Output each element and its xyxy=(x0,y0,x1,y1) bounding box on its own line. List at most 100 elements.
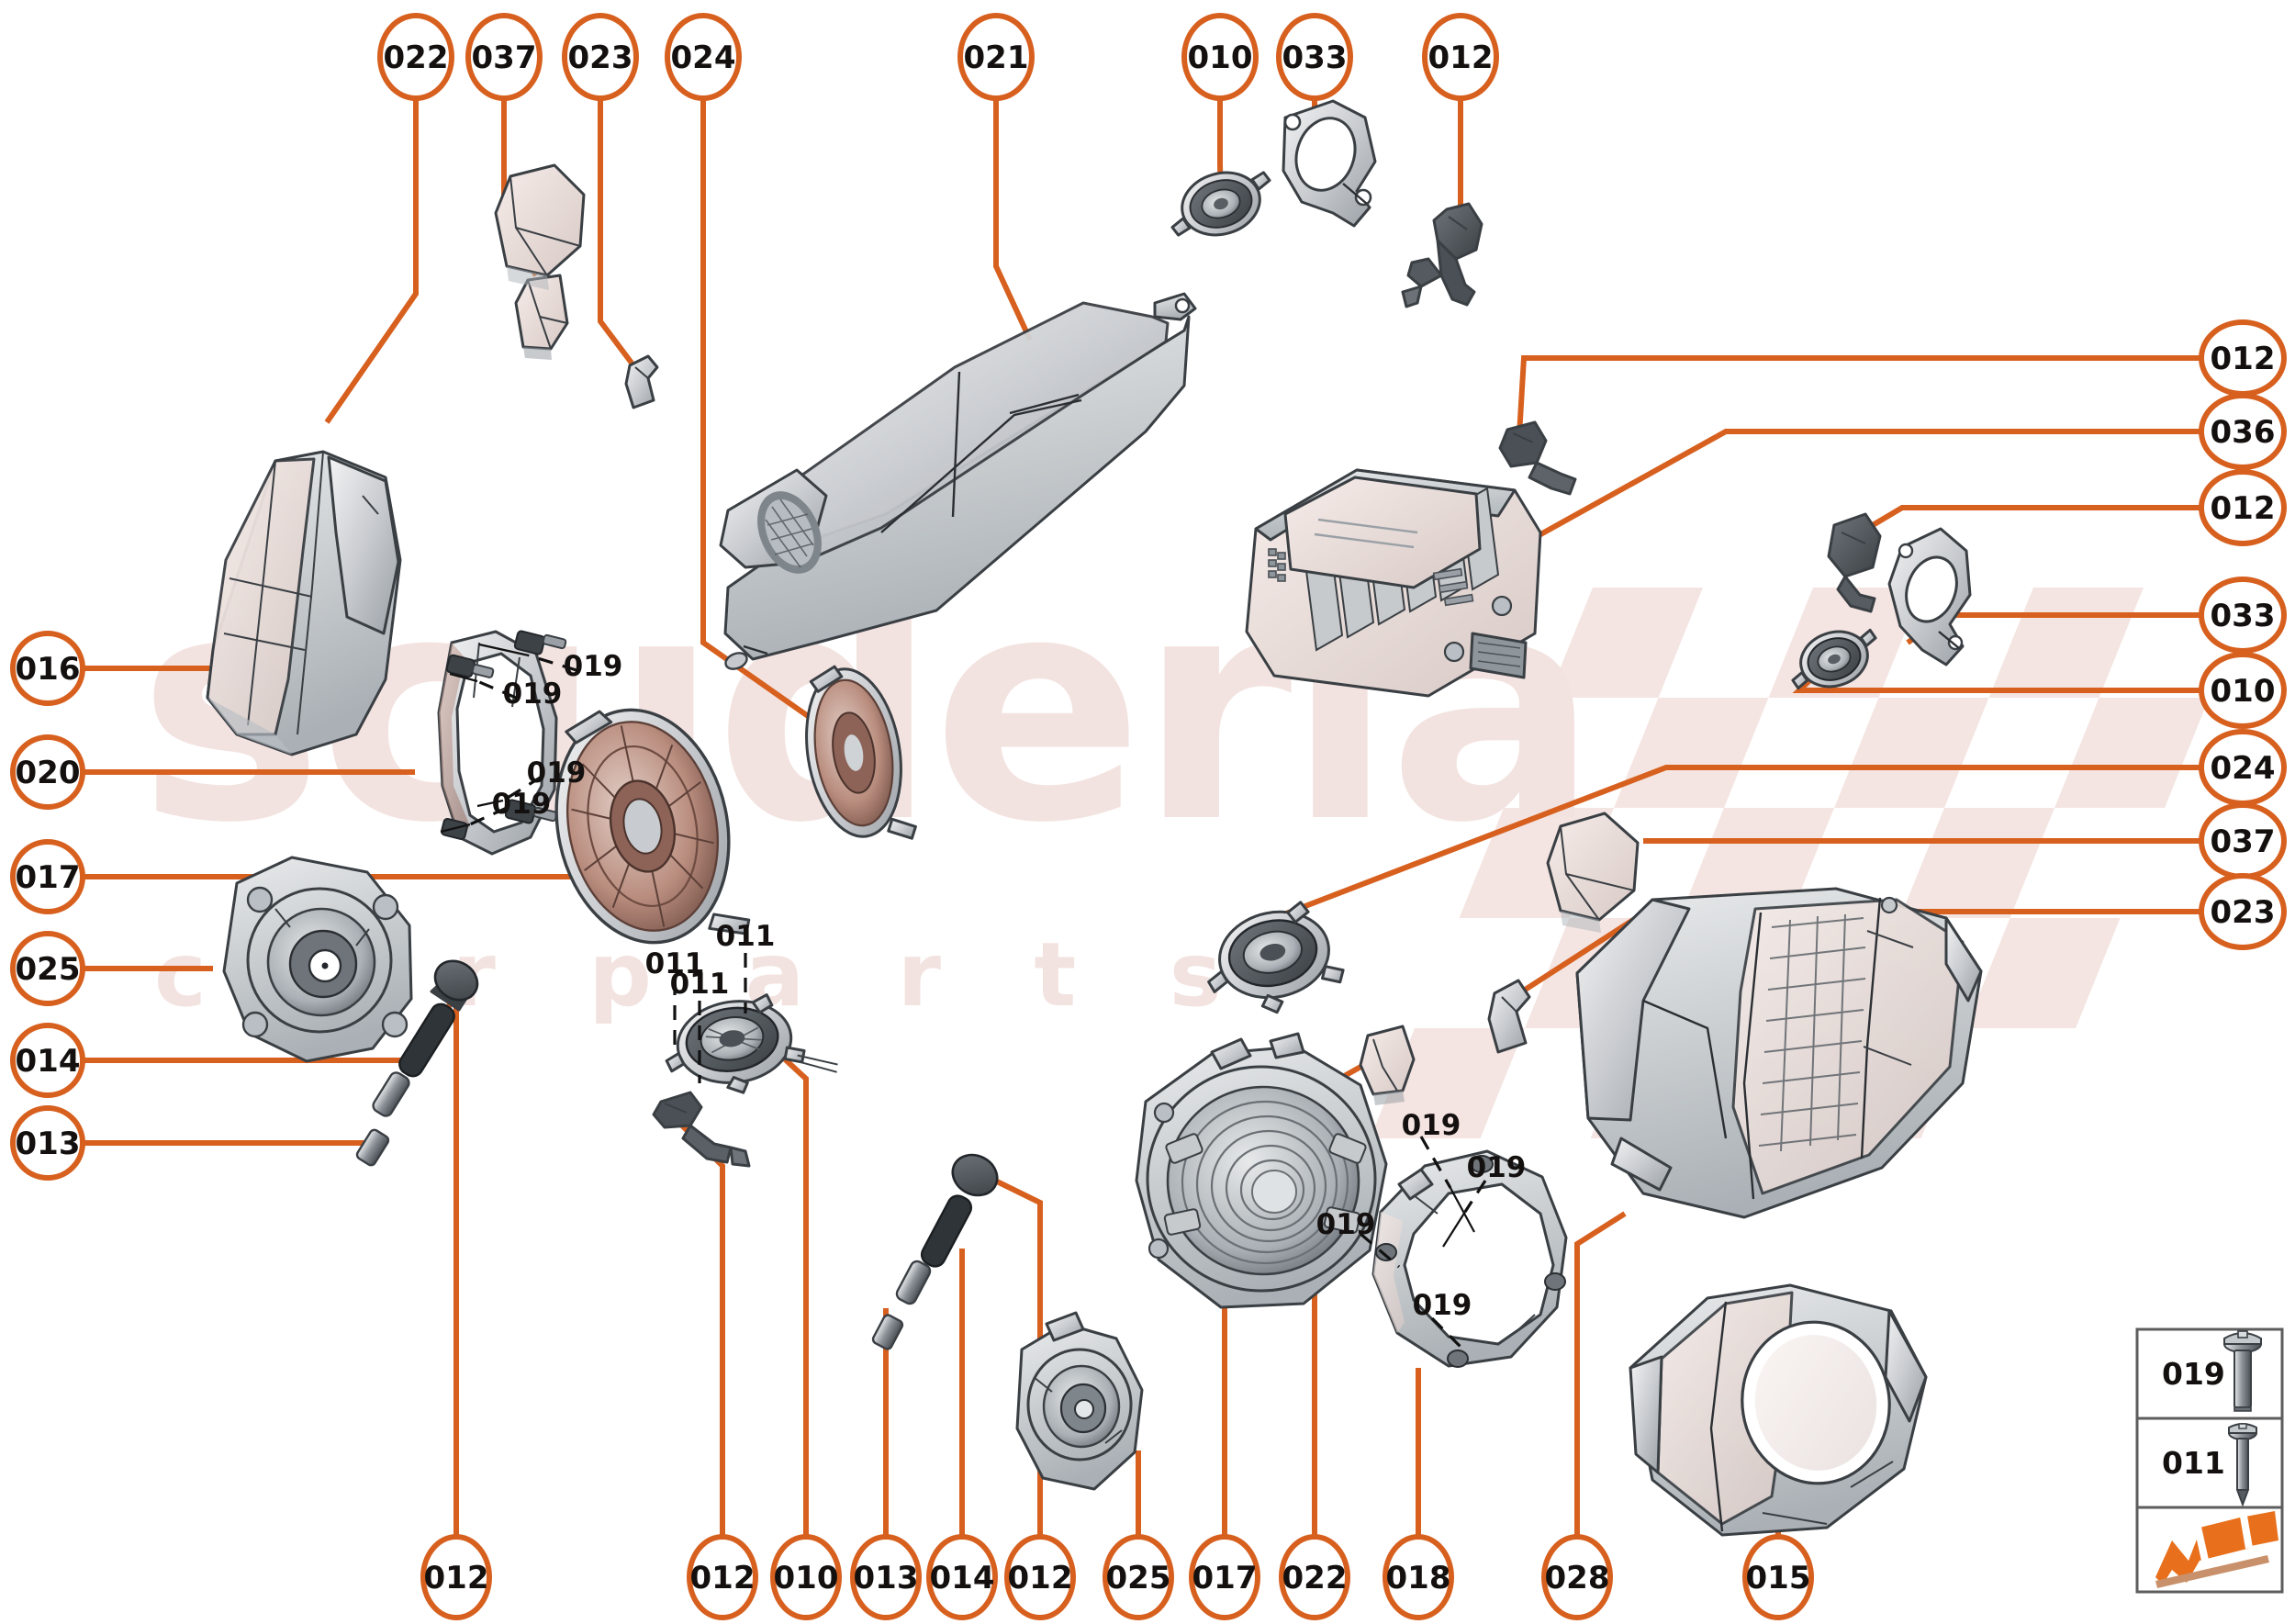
part-025-motor-housing xyxy=(222,856,413,1063)
svg-text:012: 012 xyxy=(1428,39,1494,76)
svg-text:018: 018 xyxy=(1386,1560,1451,1596)
callouts-right[interactable]: 012 036 012 033 010 024 037 023 xyxy=(2199,319,2287,950)
hw-label-011-b: 011 xyxy=(645,947,705,980)
svg-text:010: 010 xyxy=(774,1560,839,1596)
part-024-speaker-right xyxy=(1207,901,1345,1014)
svg-text:024: 024 xyxy=(2211,750,2276,787)
callout-025-bottom[interactable]: 025 xyxy=(1103,1534,1174,1620)
part-033-bracket-top xyxy=(1282,99,1377,228)
svg-text:012: 012 xyxy=(1008,1560,1073,1596)
callout-010-right[interactable]: 010 xyxy=(2199,652,2287,729)
callout-036-right[interactable]: 036 xyxy=(2199,393,2287,470)
callout-012-right-b[interactable]: 012 xyxy=(2199,469,2287,546)
hw-label-019-b: 019 xyxy=(503,678,563,711)
callout-013-bottom[interactable]: 013 xyxy=(850,1534,922,1620)
hw-label-019-h: 019 xyxy=(1413,1289,1472,1322)
parts-illustrations xyxy=(206,99,1983,1537)
callout-023-right[interactable]: 023 xyxy=(2199,873,2287,950)
callout-037-right[interactable]: 037 xyxy=(2199,802,2287,879)
svg-text:033: 033 xyxy=(1282,39,1348,76)
callout-023-top[interactable]: 023 xyxy=(562,13,639,101)
part-028-duct-housing xyxy=(1575,887,1983,1219)
part-017-woofer-left xyxy=(554,708,751,945)
part-015-lower-shell xyxy=(1629,1283,1928,1537)
callout-012-bottom-a[interactable]: 012 xyxy=(420,1534,492,1620)
part-017-woofer-bottom xyxy=(1135,1032,1388,1309)
svg-text:010: 010 xyxy=(2211,673,2276,710)
legend-label-019: 019 xyxy=(2162,1356,2225,1392)
part-022-clip xyxy=(514,274,569,360)
svg-text:037: 037 xyxy=(472,39,537,76)
callout-015-bottom[interactable]: 015 xyxy=(1742,1534,1814,1620)
callout-016-left[interactable]: 016 xyxy=(10,631,85,706)
callout-022-bottom[interactable]: 022 xyxy=(1279,1534,1350,1620)
callout-010-top[interactable]: 010 xyxy=(1181,13,1259,101)
part-021-carrier-panel xyxy=(719,292,1197,670)
callout-010-bottom[interactable]: 010 xyxy=(770,1534,842,1620)
svg-text:012: 012 xyxy=(2211,490,2276,527)
part-024-midrange-center xyxy=(805,665,917,840)
hw-label-011-a: 011 xyxy=(716,920,776,953)
part-037-grommet-right xyxy=(1546,812,1640,933)
part-016-housing-cover xyxy=(206,450,402,756)
svg-text:014: 014 xyxy=(16,1043,81,1080)
callout-012-right-a[interactable]: 012 xyxy=(2199,319,2287,397)
svg-text:028: 028 xyxy=(1545,1560,1610,1596)
callouts-bottom[interactable]: 012 012 010 013 014 012 025 017 xyxy=(420,1534,1814,1620)
callout-020-left[interactable]: 020 xyxy=(10,734,85,810)
callout-017-bottom[interactable]: 017 xyxy=(1189,1534,1260,1620)
svg-text:012: 012 xyxy=(2211,341,2276,377)
callout-014-left[interactable]: 014 xyxy=(10,1023,85,1098)
hw-label-019-d: 019 xyxy=(492,788,552,821)
hw-label-019-e: 019 xyxy=(1402,1109,1461,1142)
part-018-mounting-ring xyxy=(1371,1149,1568,1368)
part-020-speaker-frame xyxy=(437,630,567,856)
screw-pointed-icon xyxy=(2228,1423,2257,1507)
checkered-flag-arrow-icon xyxy=(2155,1511,2278,1588)
hw-label-019-a: 019 xyxy=(564,650,623,683)
callout-012-bottom-b[interactable]: 012 xyxy=(687,1534,758,1620)
svg-text:017: 017 xyxy=(1192,1560,1258,1596)
callout-012-top[interactable]: 012 xyxy=(1422,13,1499,101)
callout-018-bottom[interactable]: 018 xyxy=(1383,1534,1454,1620)
callouts-left[interactable]: 016 020 017 025 014 013 xyxy=(10,631,85,1181)
hardware-labels: 019 019 019 019 011 011 011 019 019 019 … xyxy=(492,650,1527,1322)
hw-label-019-c: 019 xyxy=(527,756,587,790)
callout-014-bottom[interactable]: 014 xyxy=(926,1534,998,1620)
svg-text:037: 037 xyxy=(2211,823,2276,860)
callout-024-top[interactable]: 024 xyxy=(665,13,742,101)
callout-013-left[interactable]: 013 xyxy=(10,1105,85,1181)
svg-text:023: 023 xyxy=(568,39,633,76)
part-012-connector-top xyxy=(1401,202,1483,308)
callout-017-left[interactable]: 017 xyxy=(10,839,85,914)
hw-label-011-c: 011 xyxy=(670,968,730,1001)
svg-text:033: 033 xyxy=(2211,598,2276,634)
callout-012-bottom-c[interactable]: 012 xyxy=(1004,1534,1076,1620)
callout-022-top[interactable]: 022 xyxy=(377,13,454,101)
part-014-tweeter-cable xyxy=(372,959,479,1117)
part-012-connector-rightA xyxy=(1498,420,1577,496)
svg-text:016: 016 xyxy=(16,651,81,688)
svg-text:021: 021 xyxy=(964,39,1029,76)
callout-025-left[interactable]: 025 xyxy=(10,931,85,1006)
hw-label-019-g: 019 xyxy=(1316,1208,1376,1241)
callout-033-top[interactable]: 033 xyxy=(1276,13,1353,101)
part-010-tweeter-center xyxy=(665,993,838,1094)
hardware-pointers xyxy=(440,643,1487,1353)
hw-label-019-f: 019 xyxy=(1467,1151,1527,1184)
callout-028-bottom[interactable]: 028 xyxy=(1541,1534,1613,1620)
svg-text:017: 017 xyxy=(16,859,81,896)
callouts-top[interactable]: 022 037 023 024 021 010 033 012 xyxy=(377,13,1499,101)
svg-text:022: 022 xyxy=(1282,1560,1348,1596)
callout-021-top[interactable]: 021 xyxy=(957,13,1035,101)
callout-033-right[interactable]: 033 xyxy=(2199,577,2287,654)
callout-024-right[interactable]: 024 xyxy=(2199,729,2287,806)
part-037-grommet xyxy=(494,163,586,290)
part-013-ferrule xyxy=(355,1128,390,1167)
part-036-amplifier xyxy=(1245,468,1542,698)
svg-text:023: 023 xyxy=(2211,894,2276,931)
callout-037-top[interactable]: 037 xyxy=(465,13,543,101)
svg-text:022: 022 xyxy=(384,39,449,76)
